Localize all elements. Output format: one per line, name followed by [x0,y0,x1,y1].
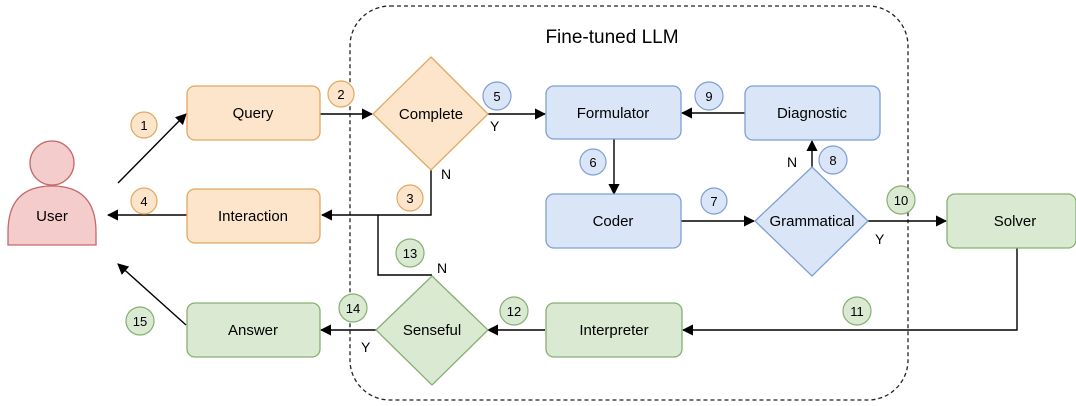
query-box: Query [186,85,321,141]
formulator-box: Formulator [545,85,682,140]
senseful-label: Senseful [403,322,461,339]
interpreter-box: Interpreter [545,302,683,358]
interaction-box: Interaction [186,188,321,244]
user-body [7,185,97,246]
edge-answer-to-user [117,263,187,326]
connectors [106,107,1018,336]
user-head [29,140,75,186]
edge-complete-to-interaction [320,170,432,221]
grammatical-decision: Grammatical [754,166,869,277]
coder-label: Coder [593,213,634,230]
step-badge-7: 7 [700,187,728,215]
step-badge-11: 11 [842,296,872,326]
grammatical-no-label: N [787,154,797,170]
step-badge-9: 9 [694,81,724,111]
user-label: User [36,208,68,225]
svg-text:12: 12 [507,304,521,319]
svg-text:10: 10 [894,193,908,208]
svg-text:6: 6 [589,155,596,170]
edge-senseful-no-loop [377,215,432,276]
svg-text:11: 11 [850,304,864,319]
grammatical-yes-label: Y [875,231,885,247]
complete-decision: Complete [372,56,489,171]
coder-box: Coder [545,193,682,249]
step-badge-14: 14 [338,293,368,323]
step-badge-12: 12 [499,296,529,326]
step-badge-5: 5 [482,81,512,111]
edge-user-to-query [117,113,187,184]
svg-text:5: 5 [493,89,500,104]
step-badge-8: 8 [818,145,848,175]
svg-text:1: 1 [140,118,147,133]
edge-solver-to-interpreter [681,248,1018,336]
solver-box: Solver [946,193,1076,249]
svg-text:13: 13 [403,246,417,261]
step-badge-2: 2 [327,80,355,108]
complete-no-label: N [441,166,451,182]
interpreter-label: Interpreter [579,322,648,339]
branch-labels: Y N N Y N Y [361,118,885,355]
answer-label: Answer [228,322,278,339]
answer-box: Answer [186,302,321,358]
senseful-yes-label: Y [361,339,371,355]
diagnostic-box: Diagnostic [744,85,881,141]
grammatical-label: Grammatical [769,213,854,230]
svg-text:15: 15 [133,314,147,329]
svg-text:3: 3 [406,191,413,206]
llm-group-container [349,5,909,401]
svg-text:14: 14 [346,301,360,316]
step-badges: 1 2 3 4 5 6 7 8 [125,80,916,336]
complete-label: Complete [399,106,463,123]
svg-text:8: 8 [829,153,836,168]
solver-label: Solver [994,213,1037,230]
svg-text:7: 7 [710,194,717,209]
step-badge-6: 6 [579,148,607,176]
step-badge-3: 3 [396,184,424,212]
query-label: Query [233,105,274,122]
step-badge-13: 13 [395,238,425,268]
svg-text:2: 2 [337,87,344,102]
step-badge-10: 10 [886,185,916,215]
interaction-label: Interaction [218,208,288,225]
diagnostic-label: Diagnostic [777,105,848,122]
step-badge-4: 4 [130,187,158,215]
llm-group-title: Fine-tuned LLM [545,27,678,48]
svg-text:9: 9 [705,89,712,104]
senseful-decision: Senseful [375,275,489,386]
step-badge-15: 15 [125,306,155,336]
complete-yes-label: Y [490,118,500,134]
user-actor: User [7,140,97,246]
senseful-no-label: N [437,260,447,276]
step-badge-1: 1 [130,111,158,139]
svg-text:4: 4 [140,194,147,209]
formulator-label: Formulator [577,105,650,122]
